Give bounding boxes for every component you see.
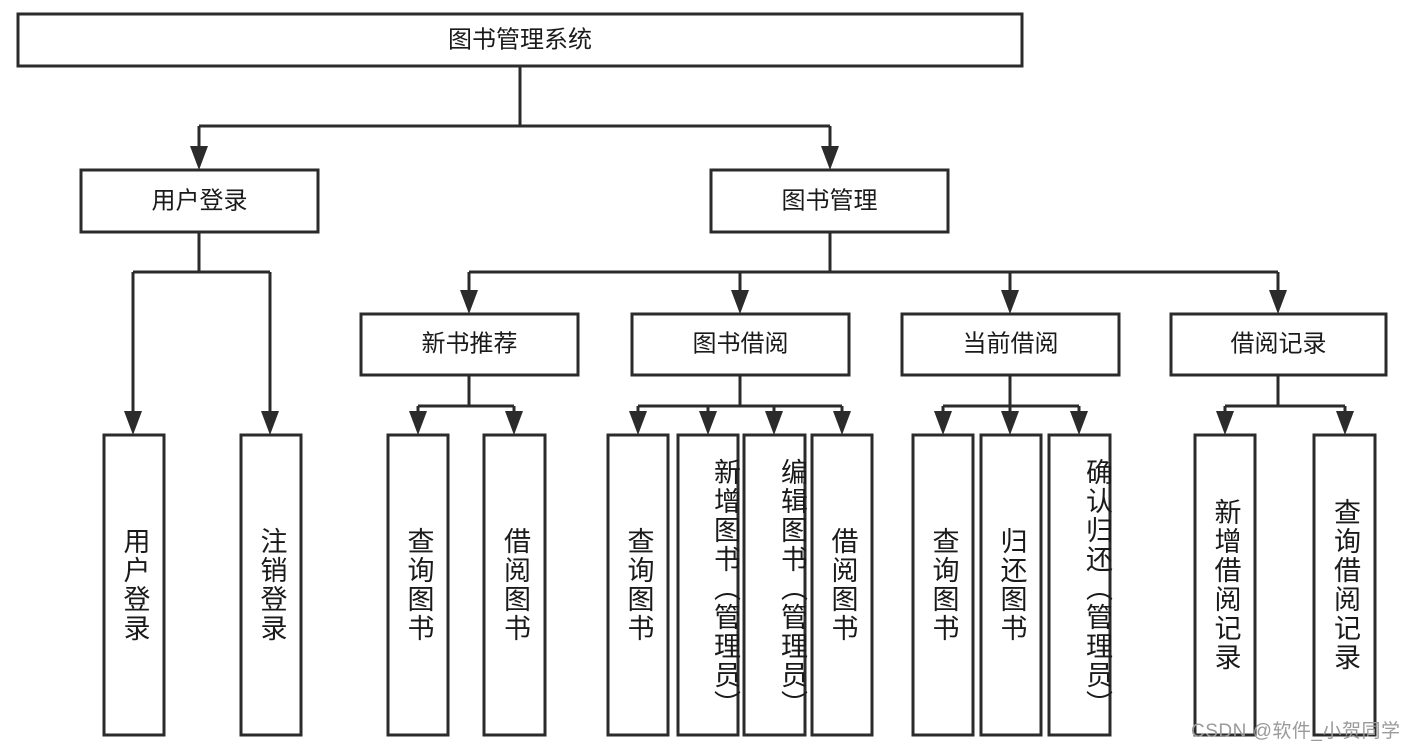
node-book-manage[interactable]: 图书管理: [709, 168, 950, 234]
arrow-head-leaf-query-book-3: [934, 411, 952, 435]
node-new-book-recommend-box[interactable]: [359, 312, 580, 377]
arrow-head-book-borrow: [731, 290, 749, 314]
leaf-add-record-box[interactable]: [1193, 433, 1257, 737]
node-borrow-record[interactable]: 借阅记录: [1169, 312, 1388, 377]
leaf-user-login-box[interactable]: [102, 433, 166, 737]
node-root[interactable]: 图书管理系统: [16, 12, 1024, 68]
leaf-query-book-3-box[interactable]: [911, 433, 975, 737]
leaf-logout-login-box[interactable]: [239, 433, 303, 737]
node-new-book-recommend[interactable]: 新书推荐: [359, 312, 580, 377]
arrow-head-leaf-user-login: [124, 411, 142, 435]
arrow-head-leaf-edit-book: [765, 411, 783, 435]
node-book-borrow-box[interactable]: [630, 312, 851, 377]
arrow-head-borrow-record: [1269, 290, 1287, 314]
leaf-confirm-return-box[interactable]: [1047, 433, 1112, 737]
connector-current-borrow-to-leaves: [941, 375, 1081, 417]
leaf-boxes-group: [102, 433, 1377, 737]
node-book-borrow[interactable]: 图书借阅: [630, 312, 851, 377]
leaf-borrow-book-1-box[interactable]: [482, 433, 547, 737]
arrow-head-leaf-logout-login: [261, 411, 279, 435]
connector-user-login-to-leaves: [131, 232, 272, 417]
arrow-head-leaf-query-book-2: [629, 411, 647, 435]
arrow-head-current-borrow: [1001, 290, 1019, 314]
leaf-return-book-box[interactable]: [979, 433, 1043, 737]
arrow-head-leaf-query-book-1: [409, 411, 427, 435]
arrow-head-leaf-borrow-book-2: [833, 411, 851, 435]
node-book-manage-label: 图书管理: [782, 187, 878, 214]
leaf-query-book-1-box[interactable]: [386, 433, 450, 737]
arrow-head-book-manage: [821, 146, 839, 170]
connector-root-to-level2: [197, 66, 832, 152]
connector-book-manage-to-level3: [467, 232, 1280, 296]
node-current-borrow-label: 当前借阅: [963, 330, 1059, 357]
connector-book-borrow-to-leaves: [636, 375, 844, 417]
leaf-edit-book-box[interactable]: [742, 433, 807, 737]
node-user-login-label: 用户登录: [152, 187, 248, 214]
leaf-borrow-book-2-box[interactable]: [810, 433, 874, 737]
leaf-query-record-box[interactable]: [1312, 433, 1377, 737]
arrow-head-new-book-recommend: [460, 290, 478, 314]
connector-new-book-recommend-to-leaves: [416, 375, 516, 417]
node-user-login-box[interactable]: [79, 168, 320, 234]
arrow-head-user-login: [190, 146, 208, 170]
node-root-label: 图书管理系统: [448, 26, 592, 53]
node-root-box[interactable]: [16, 12, 1024, 68]
arrow-head-leaf-query-record: [1336, 411, 1354, 435]
node-borrow-record-label: 借阅记录: [1231, 330, 1327, 357]
csdn-watermark: CSDN @软件_小贺同学: [1191, 721, 1401, 742]
connectors-group: [124, 66, 1354, 435]
leaf-query-book-2-box[interactable]: [606, 433, 670, 737]
node-new-book-recommend-label: 新书推荐: [422, 330, 518, 357]
leaf-add-book-box[interactable]: [676, 433, 740, 737]
arrow-head-leaf-return-book: [1001, 411, 1019, 435]
node-borrow-record-box[interactable]: [1169, 312, 1388, 377]
arrow-head-leaf-add-record: [1216, 411, 1234, 435]
arrow-head-leaf-confirm-return: [1070, 411, 1088, 435]
connector-borrow-record-to-leaves: [1223, 375, 1347, 417]
node-current-borrow-box[interactable]: [900, 312, 1121, 377]
arrow-head-leaf-borrow-book-1: [505, 411, 523, 435]
node-book-manage-box[interactable]: [709, 168, 950, 234]
node-book-borrow-label: 图书借阅: [693, 330, 789, 357]
arrow-head-leaf-add-book: [699, 411, 717, 435]
node-user-login[interactable]: 用户登录: [79, 168, 320, 234]
node-current-borrow[interactable]: 当前借阅: [900, 312, 1121, 377]
